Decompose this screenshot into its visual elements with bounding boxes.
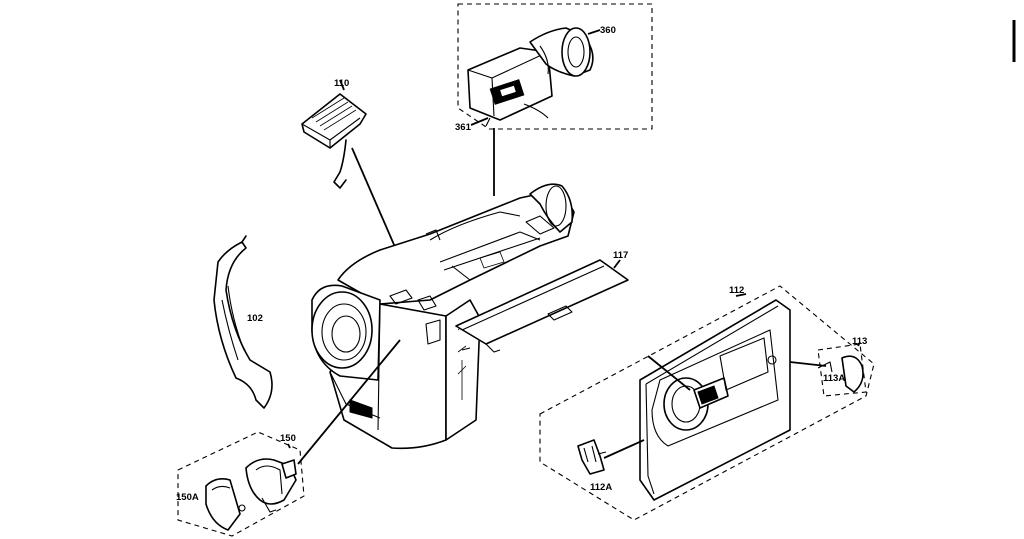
callout-360: 360 bbox=[600, 25, 616, 36]
part-113-cap bbox=[789, 341, 867, 397]
callout-110: 110 bbox=[334, 78, 349, 89]
callout-117: 117 bbox=[613, 250, 628, 261]
callout-150: 150 bbox=[280, 433, 296, 444]
part-112-side-panel bbox=[539, 285, 875, 521]
part-102-strap bbox=[213, 235, 273, 409]
callout-113a: 113A bbox=[823, 373, 845, 384]
camcorder-body bbox=[297, 183, 575, 465]
part-viewfinder-group bbox=[457, 3, 653, 196]
callout-112: 112 bbox=[729, 285, 744, 296]
part-117-cover bbox=[455, 259, 629, 353]
part-150-front-cover bbox=[177, 431, 305, 537]
callout-102: 102 bbox=[247, 313, 263, 324]
part-112a-bracket bbox=[577, 439, 645, 475]
callout-361: 361 bbox=[455, 122, 472, 133]
callout-113: 113 bbox=[852, 336, 867, 347]
callout-112a: 112A bbox=[590, 482, 612, 493]
callout-150a: 150A bbox=[176, 492, 199, 503]
